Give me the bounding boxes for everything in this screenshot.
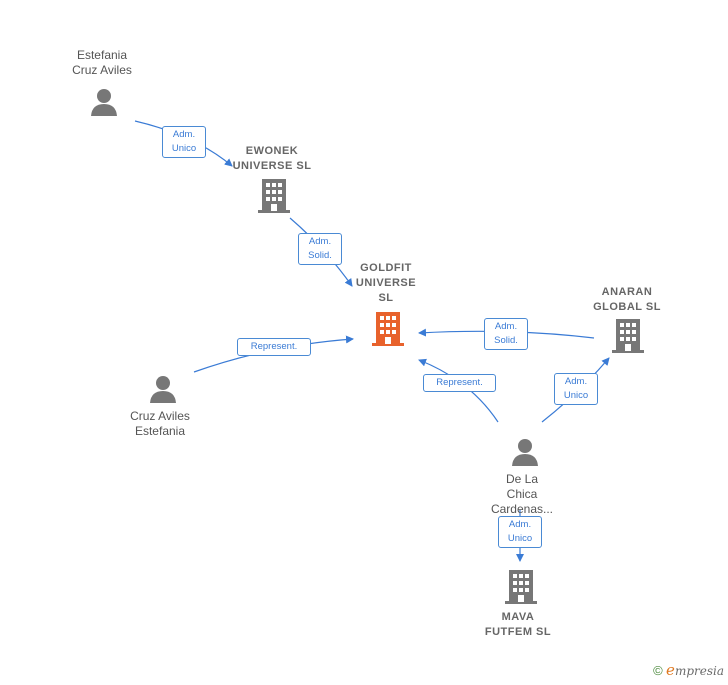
edge-label-line: Adm. bbox=[172, 129, 196, 140]
label-line: Cardenas... bbox=[490, 502, 554, 516]
label-line: UNIVERSE bbox=[355, 277, 417, 289]
edge-label-delachica-anaran: Adm. Unico bbox=[554, 373, 598, 405]
company-label-mava: MAVA FUTFEM SL bbox=[458, 610, 578, 640]
edge-label-line: Adm. bbox=[308, 236, 332, 247]
label-line: GOLDFIT bbox=[360, 262, 412, 274]
edge-label-line: Adm. bbox=[494, 321, 518, 332]
person-icon[interactable] bbox=[89, 87, 119, 117]
brand-name: mpresia bbox=[674, 664, 724, 678]
label-line: UNIVERSE SL bbox=[232, 160, 312, 172]
copyright-icon: © bbox=[653, 663, 663, 678]
edge-label-line: Solid. bbox=[494, 335, 518, 346]
building-icon-focus[interactable] bbox=[372, 312, 404, 346]
label-line: MAVA bbox=[501, 611, 535, 623]
person-label-estefania: Estefania Cruz Aviles bbox=[52, 48, 152, 78]
edge-label-line: Unico bbox=[507, 533, 533, 544]
edge-label-delachica-mava: Adm. Unico bbox=[498, 516, 542, 548]
building-icon[interactable] bbox=[505, 570, 537, 604]
edge-label-line: Represent. bbox=[436, 377, 483, 388]
building-icon[interactable] bbox=[612, 319, 644, 353]
label-line: EWONEK bbox=[245, 145, 299, 157]
brand-initial: e bbox=[666, 661, 675, 679]
edge-label-cruz-goldfit: Represent. bbox=[237, 338, 311, 356]
label-line: SL bbox=[378, 292, 394, 304]
label-line: De La bbox=[505, 472, 539, 486]
label-line: Chica bbox=[506, 487, 538, 501]
label-line: ANARAN bbox=[601, 286, 653, 298]
building-icon[interactable] bbox=[258, 179, 290, 213]
person-icon[interactable] bbox=[148, 374, 178, 404]
edge-label-line: Adm. bbox=[564, 376, 588, 387]
label-line: FUTFEM SL bbox=[484, 626, 552, 638]
edge-label-line: Unico bbox=[171, 143, 197, 154]
label-line: Cruz Aviles bbox=[72, 63, 132, 77]
edge-label-delachica-goldfit: Represent. bbox=[423, 374, 496, 392]
company-label-ewonek: EWONEK UNIVERSE SL bbox=[212, 144, 332, 174]
edge-label-line: Unico bbox=[563, 390, 589, 401]
edge-label-anaran-goldfit: Adm. Solid. bbox=[484, 318, 528, 350]
person-label-delachica: De La Chica Cardenas... bbox=[472, 472, 572, 517]
company-label-goldfit: GOLDFIT UNIVERSE SL bbox=[326, 261, 446, 306]
company-label-anaran: ANARAN GLOBAL SL bbox=[567, 285, 687, 315]
edge-label-line: Adm. bbox=[508, 519, 532, 530]
label-line: Cruz Aviles bbox=[130, 409, 190, 423]
person-label-cruz: Cruz Aviles Estefania bbox=[110, 409, 210, 439]
label-line: Estefania bbox=[76, 48, 128, 62]
edge-label-ewonek-goldfit: Adm. Solid. bbox=[298, 233, 342, 265]
label-line: Estefania bbox=[134, 424, 186, 438]
edge-label-line: Represent. bbox=[250, 341, 298, 352]
person-icon[interactable] bbox=[510, 437, 540, 467]
edge-label-estefania-ewonek: Adm. Unico bbox=[162, 126, 206, 158]
edge-label-line: Solid. bbox=[308, 250, 332, 261]
label-line: GLOBAL SL bbox=[593, 301, 661, 313]
brand-watermark: © empresia bbox=[653, 661, 724, 679]
